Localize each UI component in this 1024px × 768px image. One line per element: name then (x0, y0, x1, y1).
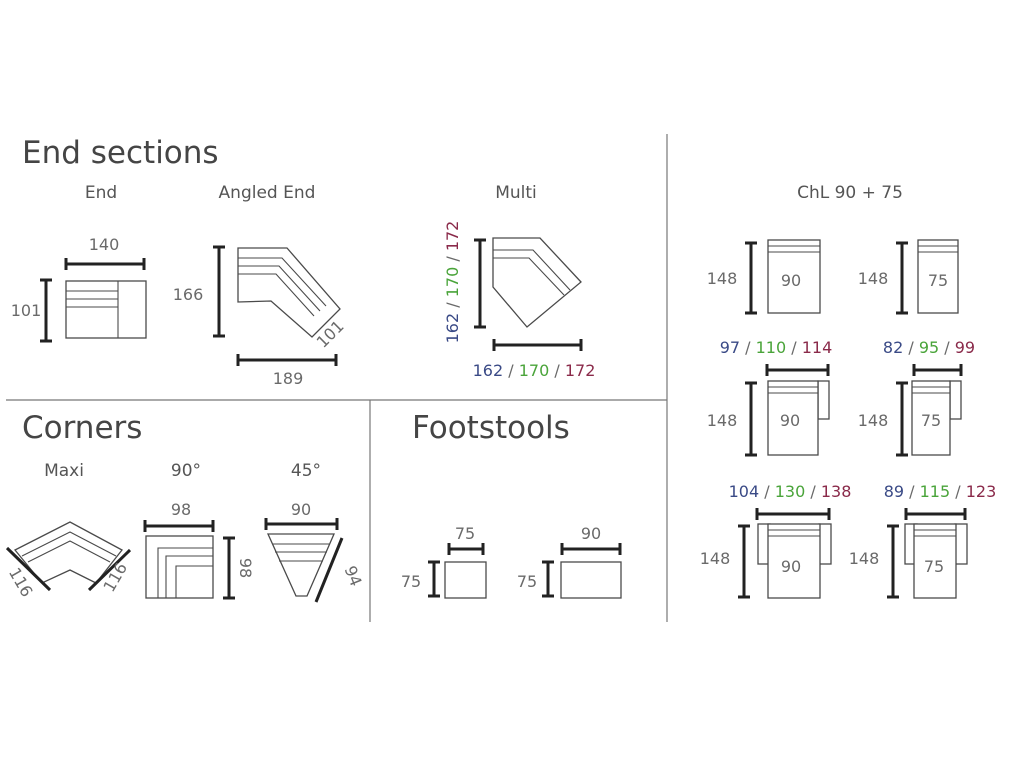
end-module: End 140 101 (11, 183, 147, 343)
chl-r3-right-dimension: 89 / 115 / 123 (884, 482, 997, 501)
chl-row1-right: 148 75 (858, 239, 959, 315)
multi-bottom-dimension: 162 / 170 / 172 (473, 361, 596, 380)
end-shape (65, 280, 147, 339)
corner-maxi-right-bar (87, 548, 132, 592)
corner-90-label: 90° (171, 461, 201, 481)
multi-module: Multi 162 / 170 / 172 162 / 170 / 172 (443, 183, 595, 380)
corner-45-shape (266, 533, 335, 597)
chl-r2-left-height-value: 148 (707, 411, 738, 430)
corner-45-depth-value: 94 (340, 563, 365, 589)
chl-row2-right: 82 / 95 / 99 148 75 (858, 338, 975, 457)
footstool-large-depth-value: 75 (517, 572, 537, 591)
multi-label: Multi (495, 183, 537, 203)
heading-corners: Corners (22, 410, 142, 446)
footstool-large-shape (560, 561, 622, 599)
chl-row3-left: 104 / 130 / 138 148 90 (700, 482, 852, 599)
end-depth-value: 101 (11, 301, 42, 320)
corner-45-label: 45° (291, 461, 321, 481)
chl-row2-left: 97 / 110 / 114 148 90 (707, 338, 833, 457)
angled-end-module: Angled End 166 189 101 (173, 183, 348, 388)
chl-r2-right-height-value: 148 (858, 411, 889, 430)
chl-r1-left-inner-value: 90 (781, 271, 801, 290)
footstool-large-width-value: 90 (581, 524, 601, 543)
footstool-small-width-value: 75 (455, 524, 475, 543)
corner-maxi-label: Maxi (44, 461, 84, 481)
section-dividers (6, 134, 668, 622)
corner-90-module: 90° 98 98 (143, 461, 255, 600)
end-label: End (85, 183, 117, 203)
end-width-value: 140 (89, 235, 120, 254)
angled-end-height-value: 166 (173, 285, 204, 304)
chl-row1-left: 148 90 (707, 239, 821, 315)
chl-title: ChL 90 + 75 (797, 183, 903, 203)
corner-90-shape (145, 535, 214, 599)
chl-row3-right: 89 / 115 / 123 148 75 (849, 482, 997, 599)
angled-end-label: Angled End (219, 183, 316, 203)
chl-r1-right-height-value: 148 (858, 269, 889, 288)
chl-r3-right-shape (904, 523, 968, 599)
footstool-small-shape (444, 561, 487, 599)
chl-r3-left-inner-value: 90 (781, 557, 801, 576)
angled-end-shape (237, 247, 341, 338)
multi-shape (492, 237, 582, 328)
corner-maxi-module: Maxi 116 116 (5, 461, 131, 600)
chl-r1-left-height-value: 148 (707, 269, 738, 288)
chl-r1-right-inner-value: 75 (928, 271, 948, 290)
footstool-small-depth-value: 75 (401, 572, 421, 591)
corner-maxi-left-bar (5, 546, 52, 592)
chl-r3-left-height-value: 148 (700, 549, 731, 568)
heading-footstools: Footstools (412, 410, 570, 446)
footstool-large: 90 75 (517, 524, 622, 599)
chl-r2-right-inner-value: 75 (921, 411, 941, 430)
chl-r3-right-height-value: 148 (849, 549, 880, 568)
chl-r3-left-dimension: 104 / 130 / 138 (729, 482, 852, 501)
chl-r3-left-shape (757, 523, 832, 599)
chl-r2-left-inner-value: 90 (780, 411, 800, 430)
chl-r2-right-shape (911, 380, 962, 456)
chl-r3-right-inner-value: 75 (924, 557, 944, 576)
chl-r2-left-dimension: 97 / 110 / 114 (720, 338, 833, 357)
corner-45-width-value: 90 (291, 500, 311, 519)
corner-90-width-value: 98 (171, 500, 191, 519)
corner-45-depth-bar (314, 537, 344, 603)
chl-r1-right-shape (917, 239, 959, 314)
corner-90-depth-value: 98 (236, 558, 255, 578)
chl-r1-left-shape (767, 239, 821, 314)
corner-45-module: 45° 90 94 (264, 461, 366, 603)
chl-r2-right-dimension: 82 / 95 / 99 (883, 338, 975, 357)
heading-end-sections: End sections (22, 135, 219, 171)
footstool-small: 75 75 (401, 524, 487, 599)
multi-left-dimension: 162 / 170 / 172 (443, 221, 462, 344)
angled-end-width-value: 189 (273, 369, 304, 388)
chl-r2-left-shape (767, 380, 830, 456)
